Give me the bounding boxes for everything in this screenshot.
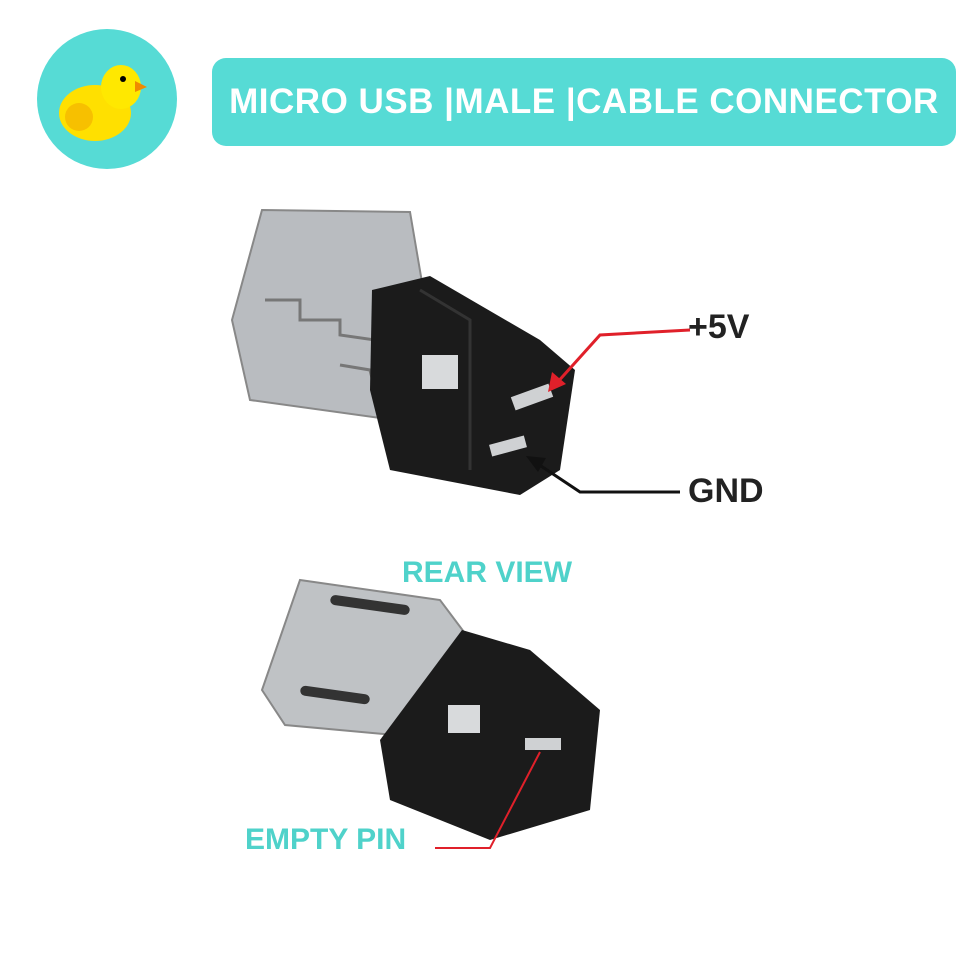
title-banner: MICRO USB |MALE |CABLE CONNECTOR xyxy=(212,58,956,146)
bottom-connector-image xyxy=(260,578,600,840)
empty-pin-label: EMPTY PIN xyxy=(245,823,407,856)
rear-view-caption: REAR VIEW xyxy=(402,556,573,589)
duck-logo xyxy=(37,29,177,169)
empty-pin-pointer xyxy=(435,751,541,849)
power-arrow xyxy=(553,328,691,387)
duck-icon xyxy=(59,65,147,141)
top-connector-image xyxy=(230,208,575,495)
ground-arrow xyxy=(534,460,680,494)
ground-pin-label: GND xyxy=(688,472,764,510)
power-pin-label: +5V xyxy=(688,308,750,346)
page-title: MICRO USB |MALE |CABLE CONNECTOR xyxy=(229,82,939,121)
